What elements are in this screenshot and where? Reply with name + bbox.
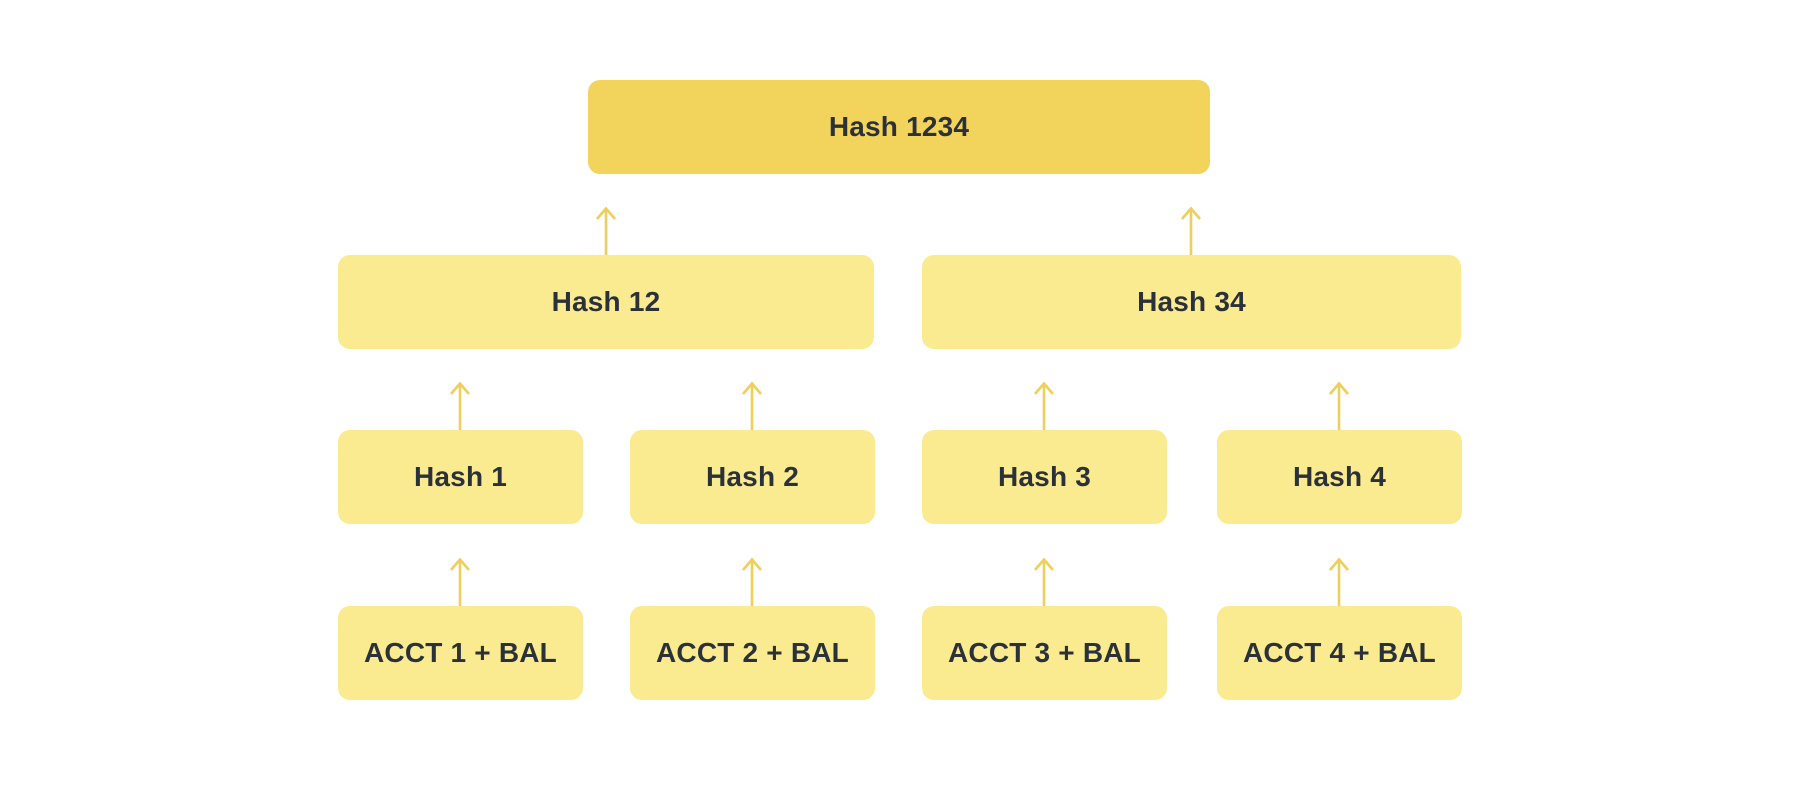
node-label: ACCT 2 + BAL [656, 637, 849, 668]
node-label: Hash 4 [1292, 461, 1387, 492]
arrow-up-icon [593, 203, 619, 255]
arrow-up-icon [739, 378, 765, 430]
node-label: ACCT 4 + BAL [1243, 637, 1436, 668]
node-acct-4-bal: ACCT 4 + BAL [1217, 606, 1462, 700]
arrow-up-icon [739, 554, 765, 606]
node-label: ACCT 3 + BAL [948, 637, 1141, 668]
node-hash-2: Hash 2 [630, 430, 875, 524]
node-label: Hash 1 [413, 461, 508, 492]
node-acct-3-bal: ACCT 3 + BAL [922, 606, 1167, 700]
node-hash-4: Hash 4 [1217, 430, 1462, 524]
node-hash-1: Hash 1 [338, 430, 583, 524]
node-hash-34: Hash 34 [922, 255, 1461, 349]
node-hash-3: Hash 3 [922, 430, 1167, 524]
node-label: Hash 1234 [828, 111, 970, 142]
node-label: ACCT 1 + BAL [364, 637, 557, 668]
arrow-up-icon [447, 554, 473, 606]
node-label: Hash 34 [1137, 286, 1246, 317]
arrow-up-icon [1326, 378, 1352, 430]
node-acct-1-bal: ACCT 1 + BAL [338, 606, 583, 700]
node-label: Hash 12 [551, 286, 661, 317]
node-hash-12: Hash 12 [338, 255, 874, 349]
arrow-up-icon [1178, 203, 1204, 255]
arrow-up-icon [447, 378, 473, 430]
node-hash-1234: Hash 1234 [588, 80, 1210, 174]
arrow-up-icon [1326, 554, 1352, 606]
arrow-up-icon [1031, 378, 1057, 430]
node-acct-2-bal: ACCT 2 + BAL [630, 606, 875, 700]
node-label: Hash 3 [997, 461, 1092, 492]
arrow-up-icon [1031, 554, 1057, 606]
node-label: Hash 2 [705, 461, 800, 492]
